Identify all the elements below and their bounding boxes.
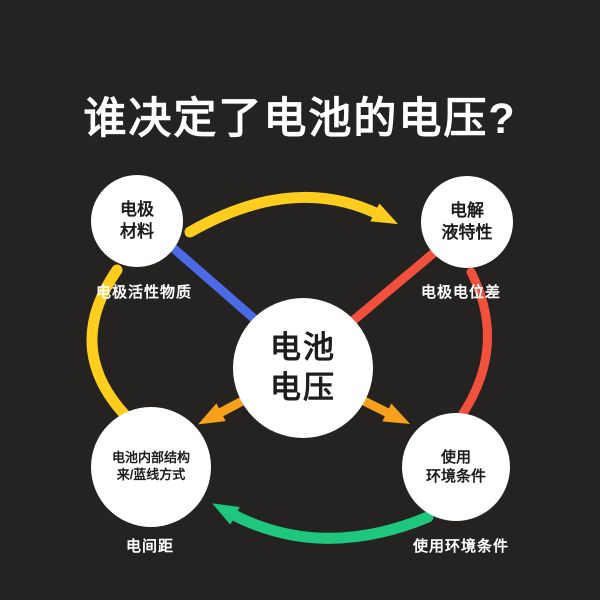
caption-usage-environment: 使用环境条件	[412, 538, 509, 555]
arc-right	[457, 267, 492, 420]
page-title: 谁决定了电池的电压?	[83, 95, 517, 143]
node-battery-voltage: 电池 电压	[233, 298, 373, 438]
node-usage-conditions-line2: 环境条件	[425, 468, 486, 485]
node-electrolyte-properties-line2: 液特性	[441, 223, 493, 242]
node-usage-conditions-line1: 使用	[440, 448, 471, 466]
node-electrode-materials-line2: 材料	[120, 222, 154, 241]
node-internal-structure: 电池内部结构 来/蓝线方式	[91, 407, 211, 527]
arrow-top-arc	[184, 191, 399, 238]
node-electrode-materials: 电极 材料	[91, 175, 183, 267]
caption-electrode-active-substance: 电极活性物质	[95, 284, 192, 301]
node-battery-voltage-line2: 电压	[270, 370, 336, 405]
node-internal-structure-line2: 来/蓝线方式	[116, 467, 186, 482]
caption-electrode-spacing: 电间距	[125, 538, 174, 555]
node-electrolyte-properties-line1: 电解	[450, 200, 484, 220]
arc-left	[86, 264, 144, 434]
node-internal-structure-line1: 电池内部结构	[111, 450, 190, 466]
arrow-bottom-arc	[212, 503, 434, 544]
node-electrolyte-properties: 电解 液特性	[421, 176, 513, 268]
node-usage-conditions: 使用 环境条件	[402, 413, 510, 521]
node-electrode-materials-line1: 电极	[120, 199, 154, 219]
caption-electrode-potential-difference: 电极电位差	[420, 284, 501, 301]
node-battery-voltage-line1: 电池	[270, 329, 336, 365]
